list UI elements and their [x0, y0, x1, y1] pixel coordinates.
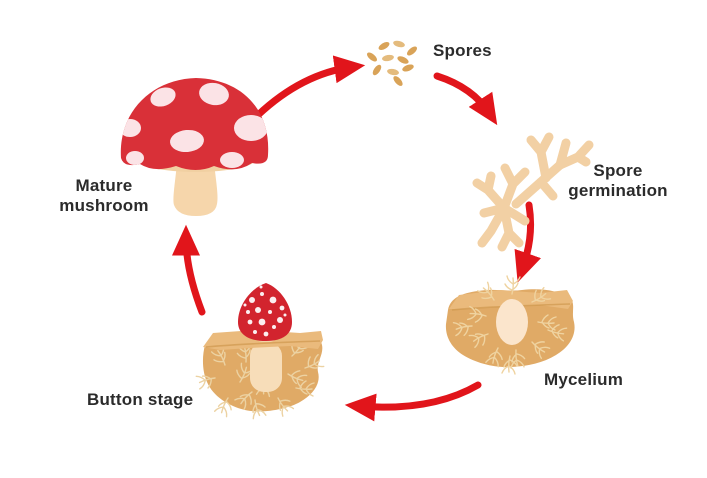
- mycelium-label: Mycelium: [544, 370, 624, 389]
- cycle-arrow-mature-to-spores-icon: [254, 55, 366, 119]
- cycle-arrow-germination-to-mycelium-icon: [514, 201, 541, 283]
- spores-icon: [367, 40, 417, 86]
- spore-germination-icon: [472, 132, 594, 252]
- button-stage-label: Button stage: [87, 390, 194, 409]
- button-stage-icon: [194, 283, 326, 421]
- cycle-arrow-mycelium-to-button-icon: [344, 381, 482, 422]
- mycelium-icon: [445, 275, 575, 375]
- spore-germination-label: Spore germination: [568, 161, 668, 201]
- cycle-arrow-button-to-mature-icon: [172, 224, 206, 316]
- mature-mushroom-icon: [120, 78, 269, 216]
- mature-mushroom-label: Mature mushroom: [59, 176, 149, 216]
- spores-label: Spores: [433, 41, 492, 60]
- cycle-arrow-spores-to-germination-icon: [433, 72, 498, 126]
